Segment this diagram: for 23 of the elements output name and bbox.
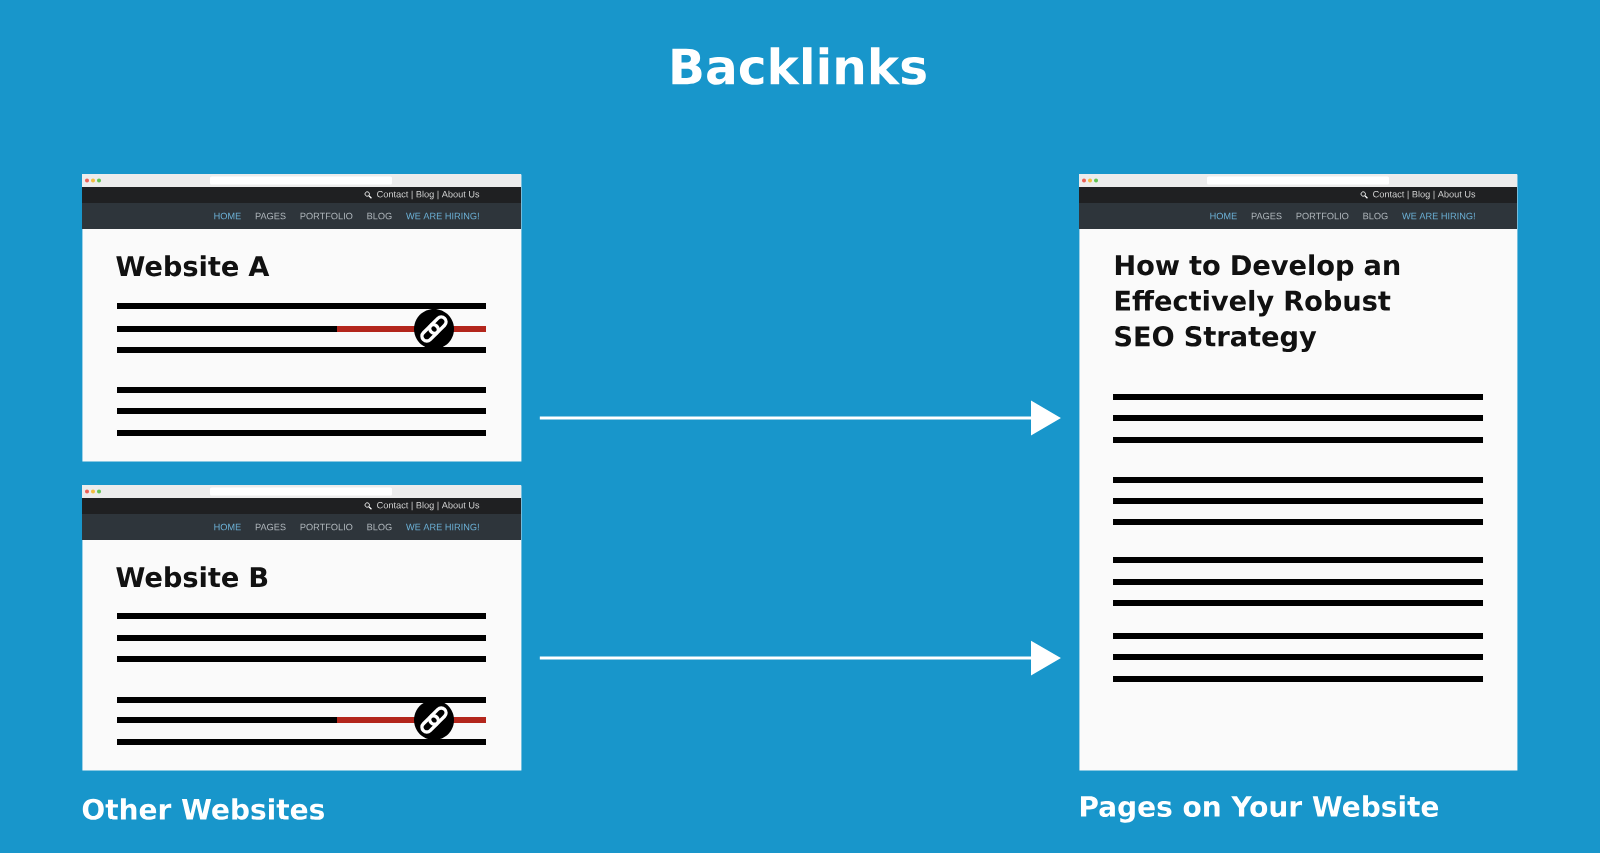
- top-links: Contact | Blog | About Us: [377, 501, 480, 511]
- nav-link: WE ARE HIRING!: [406, 523, 479, 531]
- nav-link: HOME: [1210, 212, 1237, 220]
- nav-link: PORTFOLIO: [300, 212, 353, 220]
- nav-link: PAGES: [255, 523, 286, 531]
- nav-link: BLOG: [367, 523, 392, 531]
- nav-link: PORTFOLIO: [1296, 212, 1349, 220]
- nav-link: BLOG: [1363, 212, 1388, 220]
- nav-link: HOME: [214, 212, 241, 220]
- nav-link: BLOG: [367, 212, 392, 220]
- nav-link: PORTFOLIO: [300, 523, 353, 531]
- nav-link: PAGES: [255, 212, 286, 220]
- nav-link: WE ARE HIRING!: [1402, 212, 1475, 220]
- title: Backlinks: [672, 47, 926, 85]
- heading: Website A: [116, 255, 270, 277]
- top-links: Contact | Blog | About Us: [1373, 190, 1476, 200]
- caption: Other Websites: [82, 798, 324, 820]
- heading: How to Develop an Effectively Robust SEO Strategy: [1115, 254, 1400, 353]
- top-links: Contact | Blog | About Us: [377, 190, 480, 200]
- nav-link: WE ARE HIRING!: [406, 212, 479, 220]
- heading: Website B: [116, 566, 268, 588]
- nav-link: PAGES: [1251, 212, 1282, 220]
- nav-link: HOME: [214, 523, 241, 531]
